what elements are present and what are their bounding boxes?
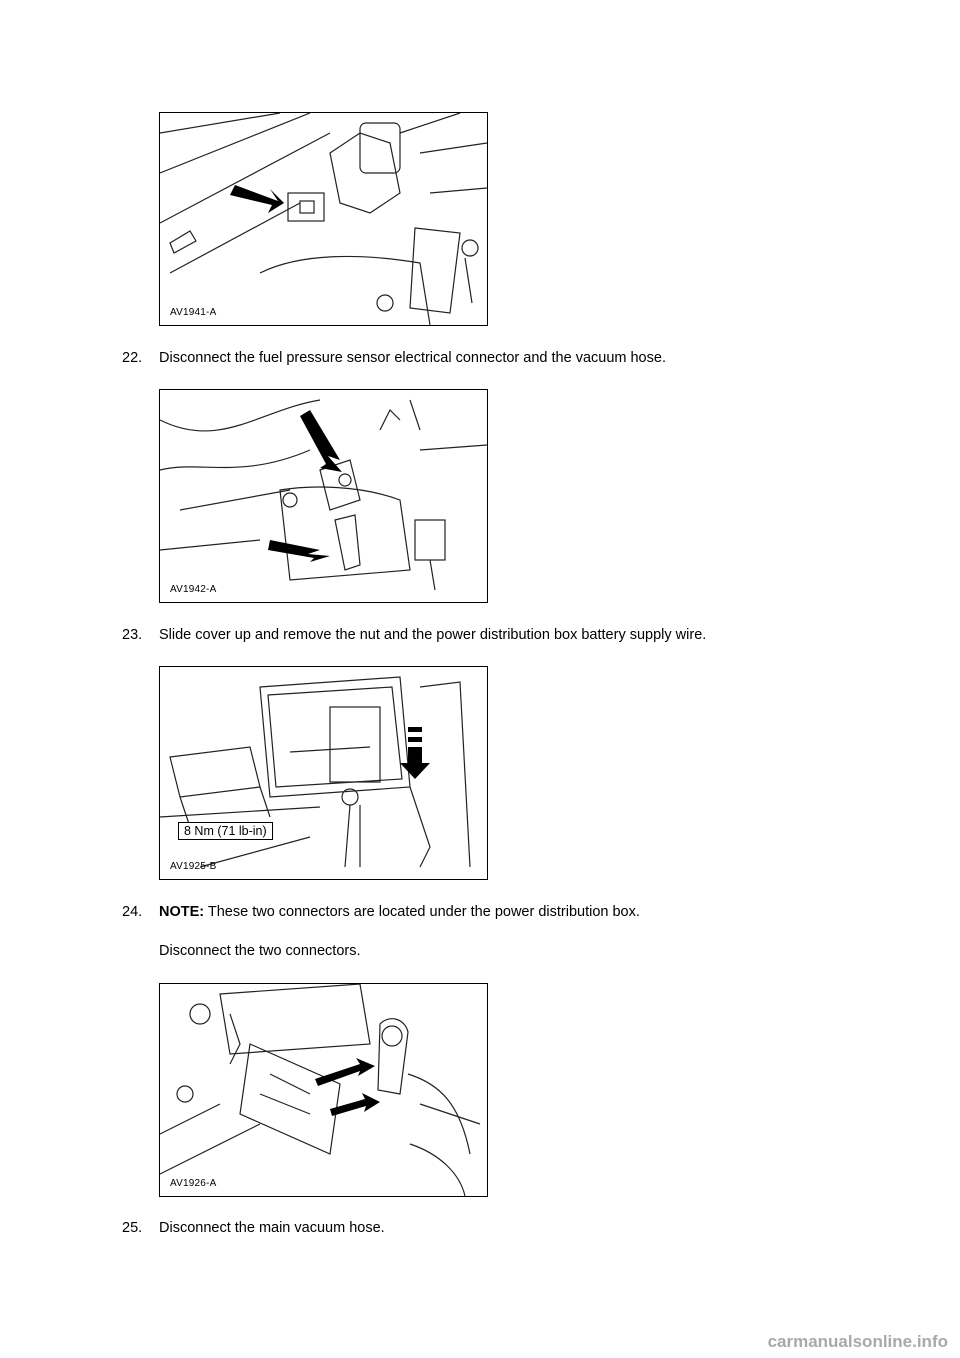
illustration-fuel-pressure-sensor [160, 399, 487, 591]
step-number: 23. [122, 627, 143, 643]
figure-av1941: AV1941-A [159, 112, 488, 326]
figure-av1926: AV1926-A [159, 983, 488, 1197]
illustration-power-distribution-box [160, 676, 471, 868]
step-text: Disconnect the main vacuum hose. [159, 1220, 385, 1236]
step-text: Slide cover up and remove the nut and th… [159, 627, 707, 643]
footer-watermark: carmanualsonline.info [767, 1332, 948, 1351]
step-23: 23. Slide cover up and remove the nut and… [122, 626, 882, 644]
step-25: 25. Disconnect the main vacuum hose. [122, 1219, 882, 1237]
note-label: NOTE: [159, 904, 205, 920]
step-number: 22. [122, 350, 143, 366]
figure-code: AV1941-A [170, 307, 217, 318]
step-24-text: Disconnect the two connectors. [159, 943, 361, 959]
figure-av1925: 8 Nm (71 lb-in) AV1925-B [159, 666, 488, 880]
figure-code: AV1925-B [170, 861, 217, 872]
torque-label: 8 Nm (71 lb-in) [178, 822, 273, 840]
figure-av1942: AV1942-A [159, 389, 488, 603]
step-text: Disconnect the fuel pressure sensor elec… [159, 350, 666, 366]
illustration-two-connectors [160, 984, 481, 1196]
step-24: 24. NOTE: These two connectors are locate… [122, 903, 882, 921]
illustration-engine-connector [160, 113, 487, 325]
step-number: 24. [122, 904, 143, 920]
figure-code: AV1926-A [170, 1178, 217, 1189]
note-text: These two connectors are located under t… [204, 904, 640, 920]
figure-code: AV1942-A [170, 584, 217, 595]
step-22: 22. Disconnect the fuel pressure sensor e… [122, 349, 882, 367]
step-number: 25. [122, 1220, 143, 1236]
